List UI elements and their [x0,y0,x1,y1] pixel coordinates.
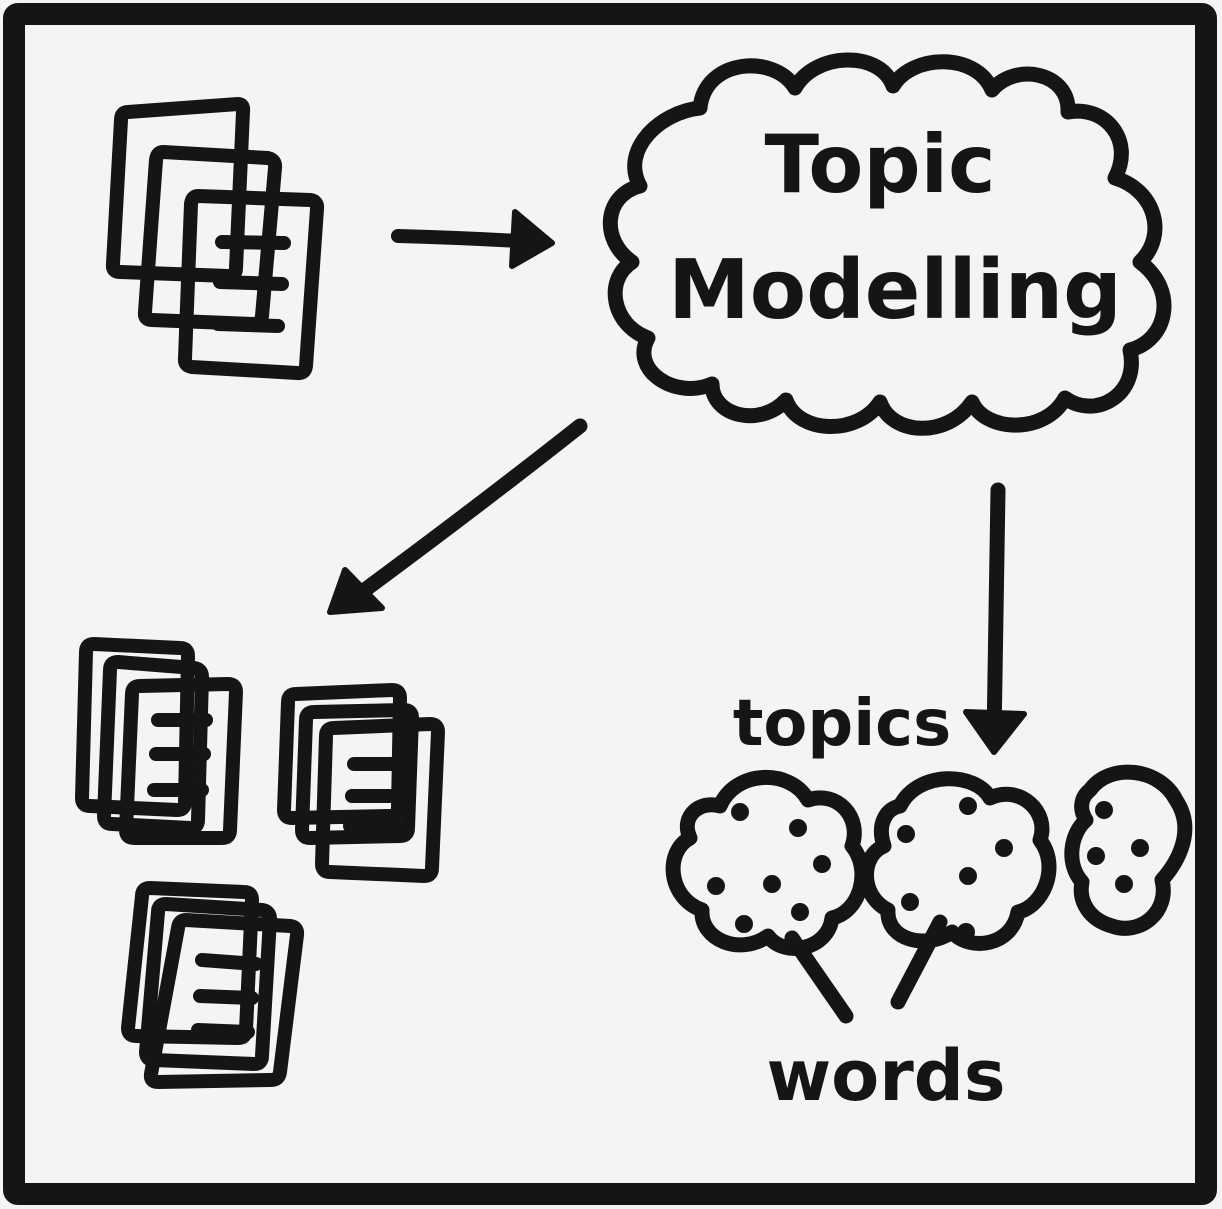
topic-tree-2-icon [859,771,1057,1010]
topic-1-word-dots [707,803,831,933]
arrow-to-topic-modelling [391,209,555,269]
arrow-to-clustered-documents [327,418,588,615]
arrow-to-topics [963,482,1027,755]
input-document-stack-icon [105,97,325,381]
topic-3-word-dots [1087,801,1149,893]
document-cluster-1-icon [75,637,243,845]
topic-tree-3-icon [1064,764,1193,936]
topic-modelling-cloud: Topic Modelling [602,52,1172,436]
topics-label: topics [733,687,951,761]
topic-2-word-dots [897,797,1013,941]
diagram-frame [3,3,1217,1205]
topic-tree-1-icon [665,770,870,1024]
cloud-title-line-2: Modelling [668,243,1122,338]
document-cluster-3-icon [121,881,305,1089]
document-cluster-2-icon [277,683,445,883]
words-label: words [766,1035,1005,1117]
cloud-title-line-1: Topic [764,118,995,211]
